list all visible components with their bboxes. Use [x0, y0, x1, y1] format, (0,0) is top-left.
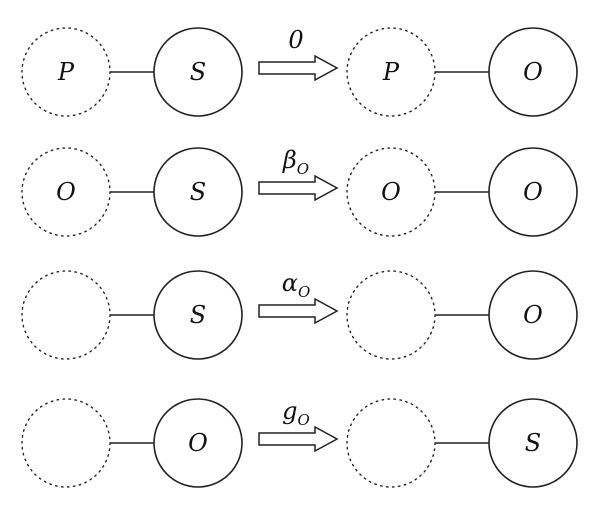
transition-arrow: [258, 297, 339, 325]
site-node: [488, 270, 578, 360]
rate-label: αO: [282, 269, 311, 301]
rate-subscript: O: [298, 411, 310, 429]
site-label: O: [523, 58, 543, 86]
rate-symbol: β: [282, 146, 297, 174]
site-node: [488, 147, 578, 237]
rate-symbol: α: [282, 269, 298, 297]
transition-arrow: [258, 54, 339, 82]
neighbor-node: [346, 270, 436, 360]
rate-symbol: 0: [288, 26, 303, 54]
rate-symbol: g: [282, 397, 297, 425]
rate-label: βO: [282, 146, 309, 178]
neighbor-node: [21, 270, 111, 360]
site-label: O: [523, 178, 543, 206]
site-label: S: [525, 429, 541, 457]
site-node: [153, 27, 243, 117]
neighbor-label: O: [381, 178, 401, 206]
transition-arrow: [258, 174, 339, 202]
rate-label: 0: [288, 26, 303, 54]
site-node: [488, 398, 578, 488]
rate-subscript: O: [298, 283, 310, 301]
rate-label: gO: [282, 397, 310, 429]
neighbor-label: P: [382, 58, 400, 86]
site-node: [153, 398, 243, 488]
site-node: [153, 147, 243, 237]
neighbor-node: [346, 398, 436, 488]
rate-subscript: O: [297, 160, 309, 178]
site-node: [153, 270, 243, 360]
site-label: S: [190, 178, 206, 206]
site-label: O: [188, 429, 208, 457]
neighbor-label: O: [56, 178, 76, 206]
site-node: [488, 27, 578, 117]
site-label: S: [190, 301, 206, 329]
site-label: S: [190, 58, 206, 86]
site-label: O: [523, 301, 543, 329]
transition-arrow: [258, 425, 339, 453]
neighbor-node: [21, 398, 111, 488]
transition-row: P S 0P O: [21, 26, 578, 117]
neighbor-label: P: [57, 58, 75, 86]
